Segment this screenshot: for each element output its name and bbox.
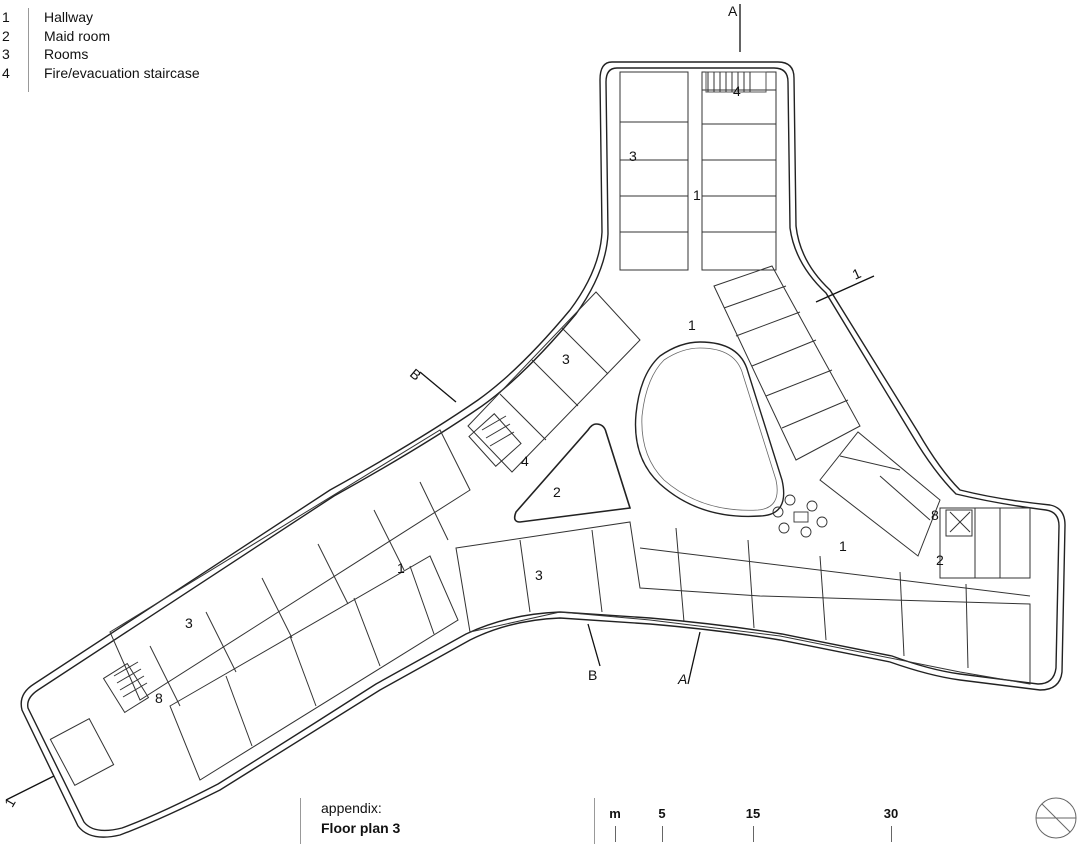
central-courtyard (634, 341, 785, 518)
legend-label: Hallway (44, 9, 94, 25)
label-staircase-west: 4 (521, 453, 529, 469)
label-staircase-north: 4 (733, 83, 741, 99)
label-rooms-south: 3 (535, 567, 543, 583)
legend: 1 Hallway 2 Maid room 3 Rooms 4 Fire/eva… (2, 8, 200, 92)
label-misc-east: 8 (931, 507, 939, 523)
label-misc-west: 8 (155, 690, 163, 706)
scale-unit: m (609, 806, 621, 821)
scale-tick (753, 826, 754, 842)
legend-number: 2 (2, 27, 10, 44)
section-marker-1-left: 1 (1, 795, 19, 810)
section-marker-a-bottom: A (677, 671, 687, 687)
legend-item: 2 Maid room (2, 27, 200, 46)
caption-title: Floor plan 3 (321, 820, 401, 836)
building-outline (20, 61, 1066, 838)
legend-item: 4 Fire/evacuation staircase (2, 64, 200, 83)
legend-number: 4 (2, 64, 10, 81)
scale-mark: 15 (745, 806, 761, 821)
scale-tick (615, 826, 616, 842)
south-west-wing-rooms (49, 429, 471, 786)
central-courtyard-inner (641, 347, 778, 511)
scale-mark: 5 (658, 806, 666, 821)
legend-divider (28, 8, 29, 92)
scale-tick (891, 826, 892, 842)
drawing-caption: appendix: Floor plan 3 (300, 798, 400, 844)
label-rooms-west: 3 (185, 615, 193, 631)
section-lines (5, 4, 875, 801)
maid-room-block (513, 423, 632, 523)
scale-mark: 30 (883, 806, 899, 821)
legend-number: 3 (2, 46, 10, 62)
caption-subtitle: appendix: (321, 800, 382, 816)
legend-label: Rooms (44, 46, 89, 62)
section-marker-b-left: B (407, 365, 424, 383)
legend-label: Maid room (44, 27, 111, 44)
label-hallway-centre: 1 (688, 317, 696, 333)
south-east-wing-rooms (455, 521, 1031, 685)
label-rooms-northwest: 3 (562, 351, 570, 367)
scale-tick (662, 826, 663, 842)
scale-bar: m 5 15 30 (594, 798, 915, 844)
section-marker-1-right: 1 (850, 265, 864, 283)
label-rooms-north: 3 (629, 148, 637, 164)
label-maid-room-east: 2 (936, 552, 944, 568)
legend-item: 3 Rooms (2, 45, 200, 64)
north-wing-rooms (619, 71, 777, 271)
legend-number: 1 (2, 9, 10, 25)
section-marker-a-top: A (728, 3, 738, 19)
lounge-furniture (772, 494, 828, 538)
label-hallway-west: 1 (397, 560, 405, 576)
north-arrow-icon (1035, 797, 1077, 839)
section-marker-b-bottom: B (588, 667, 597, 683)
label-hallway-north: 1 (693, 187, 701, 203)
label-hallway-east: 1 (839, 538, 847, 554)
legend-label: Fire/evacuation staircase (44, 64, 200, 81)
east-wing-rooms (713, 265, 1031, 579)
legend-item: 1 Hallway (2, 8, 200, 27)
label-maid-room-centre: 2 (553, 484, 561, 500)
north-west-wing-rooms (467, 291, 641, 473)
